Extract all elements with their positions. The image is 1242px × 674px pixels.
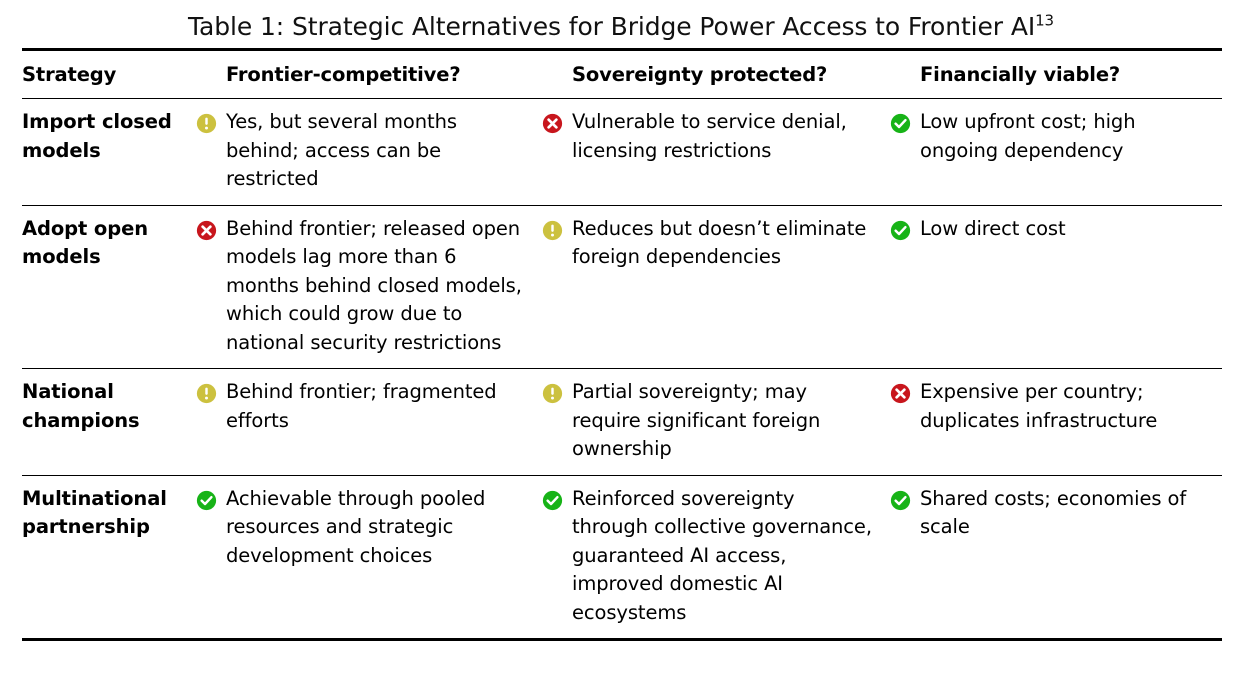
cell-frontier: Yes, but several months behind; access c… [196,98,542,206]
cross-circle-icon [196,220,217,241]
check-circle-icon [542,490,563,511]
cell-text: Behind frontier; released open models la… [226,216,522,354]
cell-content: Low upfront cost; high ongoing dependenc… [890,108,1222,165]
cell-text: Reduces but doesn’t eliminate foreign de… [572,216,867,269]
table-container: Strategy Frontier-competitive? Sovereign… [22,48,1222,641]
column-header-sovereignty-protected: Sovereignty protected? [542,48,890,99]
cell-content: Vulnerable to service denial, licensing … [542,108,890,165]
warning-exclamation-icon [542,220,563,241]
cell-content: Yes, but several months behind; access c… [196,108,542,194]
cell-content: Achievable through pooled resources and … [196,485,542,571]
cell-sovereignty: Vulnerable to service denial, licensing … [542,98,890,206]
cell-content: Reinforced sovereignty through collectiv… [542,485,890,628]
table-row: National champions Behind frontier; fragm… [22,368,1222,476]
cell-text: Achievable through pooled resources and … [226,486,486,567]
cell-content: Shared costs; economies of scale [890,485,1222,542]
table-caption-text: Table 1: Strategic Alternatives for Brid… [188,12,1036,41]
cell-frontier: Achievable through pooled resources and … [196,475,542,641]
check-circle-icon [196,490,217,511]
table-row: Multinational partnership Achievable thro… [22,475,1222,641]
table-body: Import closed models Yes, but several mon… [22,98,1222,641]
cell-content: Reduces but doesn’t eliminate foreign de… [542,215,890,272]
warning-exclamation-icon [196,383,217,404]
cell-financial: Low upfront cost; high ongoing dependenc… [890,98,1222,206]
cell-content: Low direct cost [890,215,1222,244]
cell-strategy: National champions [22,368,196,476]
check-circle-icon [890,490,911,511]
cell-sovereignty: Reduces but doesn’t eliminate foreign de… [542,205,890,369]
cell-frontier: Behind frontier; released open models la… [196,205,542,369]
cell-strategy: Import closed models [22,98,196,206]
column-header-financially-viable: Financially viable? [890,48,1222,99]
cell-financial: Low direct cost [890,205,1222,369]
warning-exclamation-icon [196,113,217,134]
cell-text: Partial sovereignty; may require signifi… [572,380,821,460]
cell-text: Reinforced sovereignty through collectiv… [572,486,872,624]
cross-circle-icon [542,113,563,134]
warning-exclamation-icon [542,383,563,404]
cell-strategy: Adopt open models [22,205,196,369]
cell-content: Behind frontier; released open models la… [196,215,542,358]
cell-content: Expensive per country; duplicates infras… [890,378,1222,435]
cell-text: Low upfront cost; high ongoing dependenc… [920,110,1136,162]
cell-text: Low direct cost [920,216,1066,240]
table-header-row: Strategy Frontier-competitive? Sovereign… [22,48,1222,99]
table-row: Import closed models Yes, but several mon… [22,98,1222,206]
cell-strategy: Multinational partnership [22,475,196,641]
cell-text: Behind frontier; fragmented efforts [226,380,497,432]
column-header-strategy: Strategy [22,48,196,99]
check-circle-icon [890,220,911,241]
cell-sovereignty: Partial sovereignty; may require signifi… [542,368,890,476]
cell-sovereignty: Reinforced sovereignty through collectiv… [542,475,890,641]
cell-content: Partial sovereignty; may require signifi… [542,378,890,464]
cross-circle-icon [890,383,911,404]
table-head: Strategy Frontier-competitive? Sovereign… [22,48,1222,99]
cell-content: Behind frontier; fragmented efforts [196,378,542,435]
table-caption-footnote-marker: 13 [1035,11,1054,30]
check-circle-icon [890,113,911,134]
cell-financial: Expensive per country; duplicates infras… [890,368,1222,476]
cell-text: Vulnerable to service denial, licensing … [572,110,847,162]
strategic-alternatives-table: Strategy Frontier-competitive? Sovereign… [22,48,1222,641]
column-header-frontier-competitive: Frontier-competitive? [196,48,542,99]
cell-financial: Shared costs; economies of scale [890,475,1222,641]
cell-text: Expensive per country; duplicates infras… [920,380,1158,432]
cell-text: Yes, but several months behind; access c… [226,110,457,190]
cell-frontier: Behind frontier; fragmented efforts [196,368,542,476]
cell-text: Shared costs; economies of scale [920,486,1187,539]
table-caption: Table 1: Strategic Alternatives for Brid… [0,0,1242,48]
